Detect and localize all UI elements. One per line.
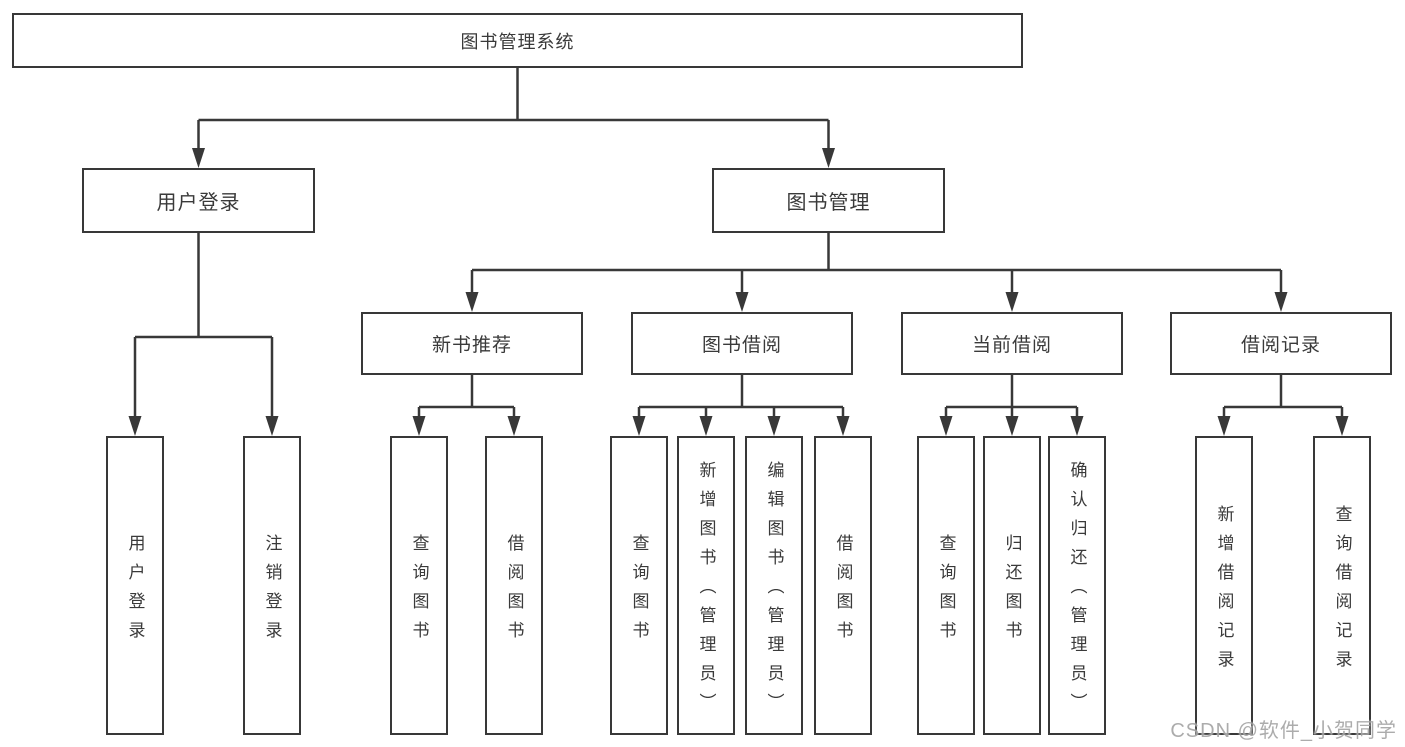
node-label: 图书管理系统	[460, 31, 575, 52]
leaf-label: 查询图书	[629, 533, 649, 650]
leaf-confirm-return-admin: 确认归还（管理员）	[1048, 436, 1106, 735]
leaf-return-books: 归还图书	[983, 436, 1041, 735]
leaf-label: 注销登录	[262, 533, 282, 650]
node-new-book-recommendation: 新书推荐	[361, 312, 583, 375]
node-label: 借阅记录	[1240, 335, 1321, 356]
connector-new-book-children	[412, 375, 521, 436]
connector-book-management-children	[465, 233, 1288, 312]
leaf-query-borrow-record: 查询借阅记录	[1313, 436, 1371, 735]
node-label: 图书管理	[786, 192, 871, 214]
leaf-label: 归还图书	[1002, 533, 1022, 650]
node-user-login: 用户登录	[82, 168, 315, 233]
leaf-query-books-current: 查询图书	[917, 436, 975, 735]
leaf-label: 新增图书（管理员）	[696, 461, 716, 722]
leaf-add-borrow-record: 新增借阅记录	[1195, 436, 1253, 735]
connector-book-borrow-children	[632, 375, 850, 436]
connector-user-login-children	[128, 233, 279, 436]
leaf-label: 编辑图书（管理员）	[764, 461, 784, 722]
leaf-label: 新增借阅记录	[1214, 504, 1234, 679]
node-label: 当前借阅	[971, 335, 1052, 356]
leaf-borrow-books-newbook: 借阅图书	[485, 436, 543, 735]
node-label: 图书借阅	[701, 335, 782, 356]
leaf-label: 用户登录	[125, 533, 145, 650]
node-label: 新书推荐	[431, 335, 512, 356]
leaf-user-login: 用户登录	[106, 436, 164, 735]
leaf-label: 确认归还（管理员）	[1067, 461, 1087, 722]
node-current-borrowing: 当前借阅	[901, 312, 1123, 375]
node-library-management-system: 图书管理系统	[12, 13, 1023, 68]
leaf-label: 查询图书	[936, 533, 956, 650]
leaf-query-books-borrow: 查询图书	[610, 436, 668, 735]
connector-borrow-record-children	[1217, 375, 1349, 436]
node-book-management: 图书管理	[712, 168, 945, 233]
leaf-edit-books-admin: 编辑图书（管理员）	[745, 436, 803, 735]
leaf-label: 借阅图书	[833, 533, 853, 650]
leaf-logout: 注销登录	[243, 436, 301, 735]
leaf-query-books-newbook: 查询图书	[390, 436, 448, 735]
csdn-watermark: CSDN @软件_小贺同学	[1170, 720, 1397, 742]
leaf-add-books-admin: 新增图书（管理员）	[677, 436, 735, 735]
node-label: 用户登录	[156, 192, 241, 214]
connector-root-to-level2	[192, 68, 835, 168]
connector-current-borrow-children	[939, 375, 1084, 436]
node-borrowing-records: 借阅记录	[1170, 312, 1392, 375]
leaf-label: 查询借阅记录	[1332, 504, 1352, 679]
leaf-borrow-books: 借阅图书	[814, 436, 872, 735]
node-book-borrowing: 图书借阅	[631, 312, 853, 375]
leaf-label: 查询图书	[409, 533, 429, 650]
leaf-label: 借阅图书	[504, 533, 524, 650]
